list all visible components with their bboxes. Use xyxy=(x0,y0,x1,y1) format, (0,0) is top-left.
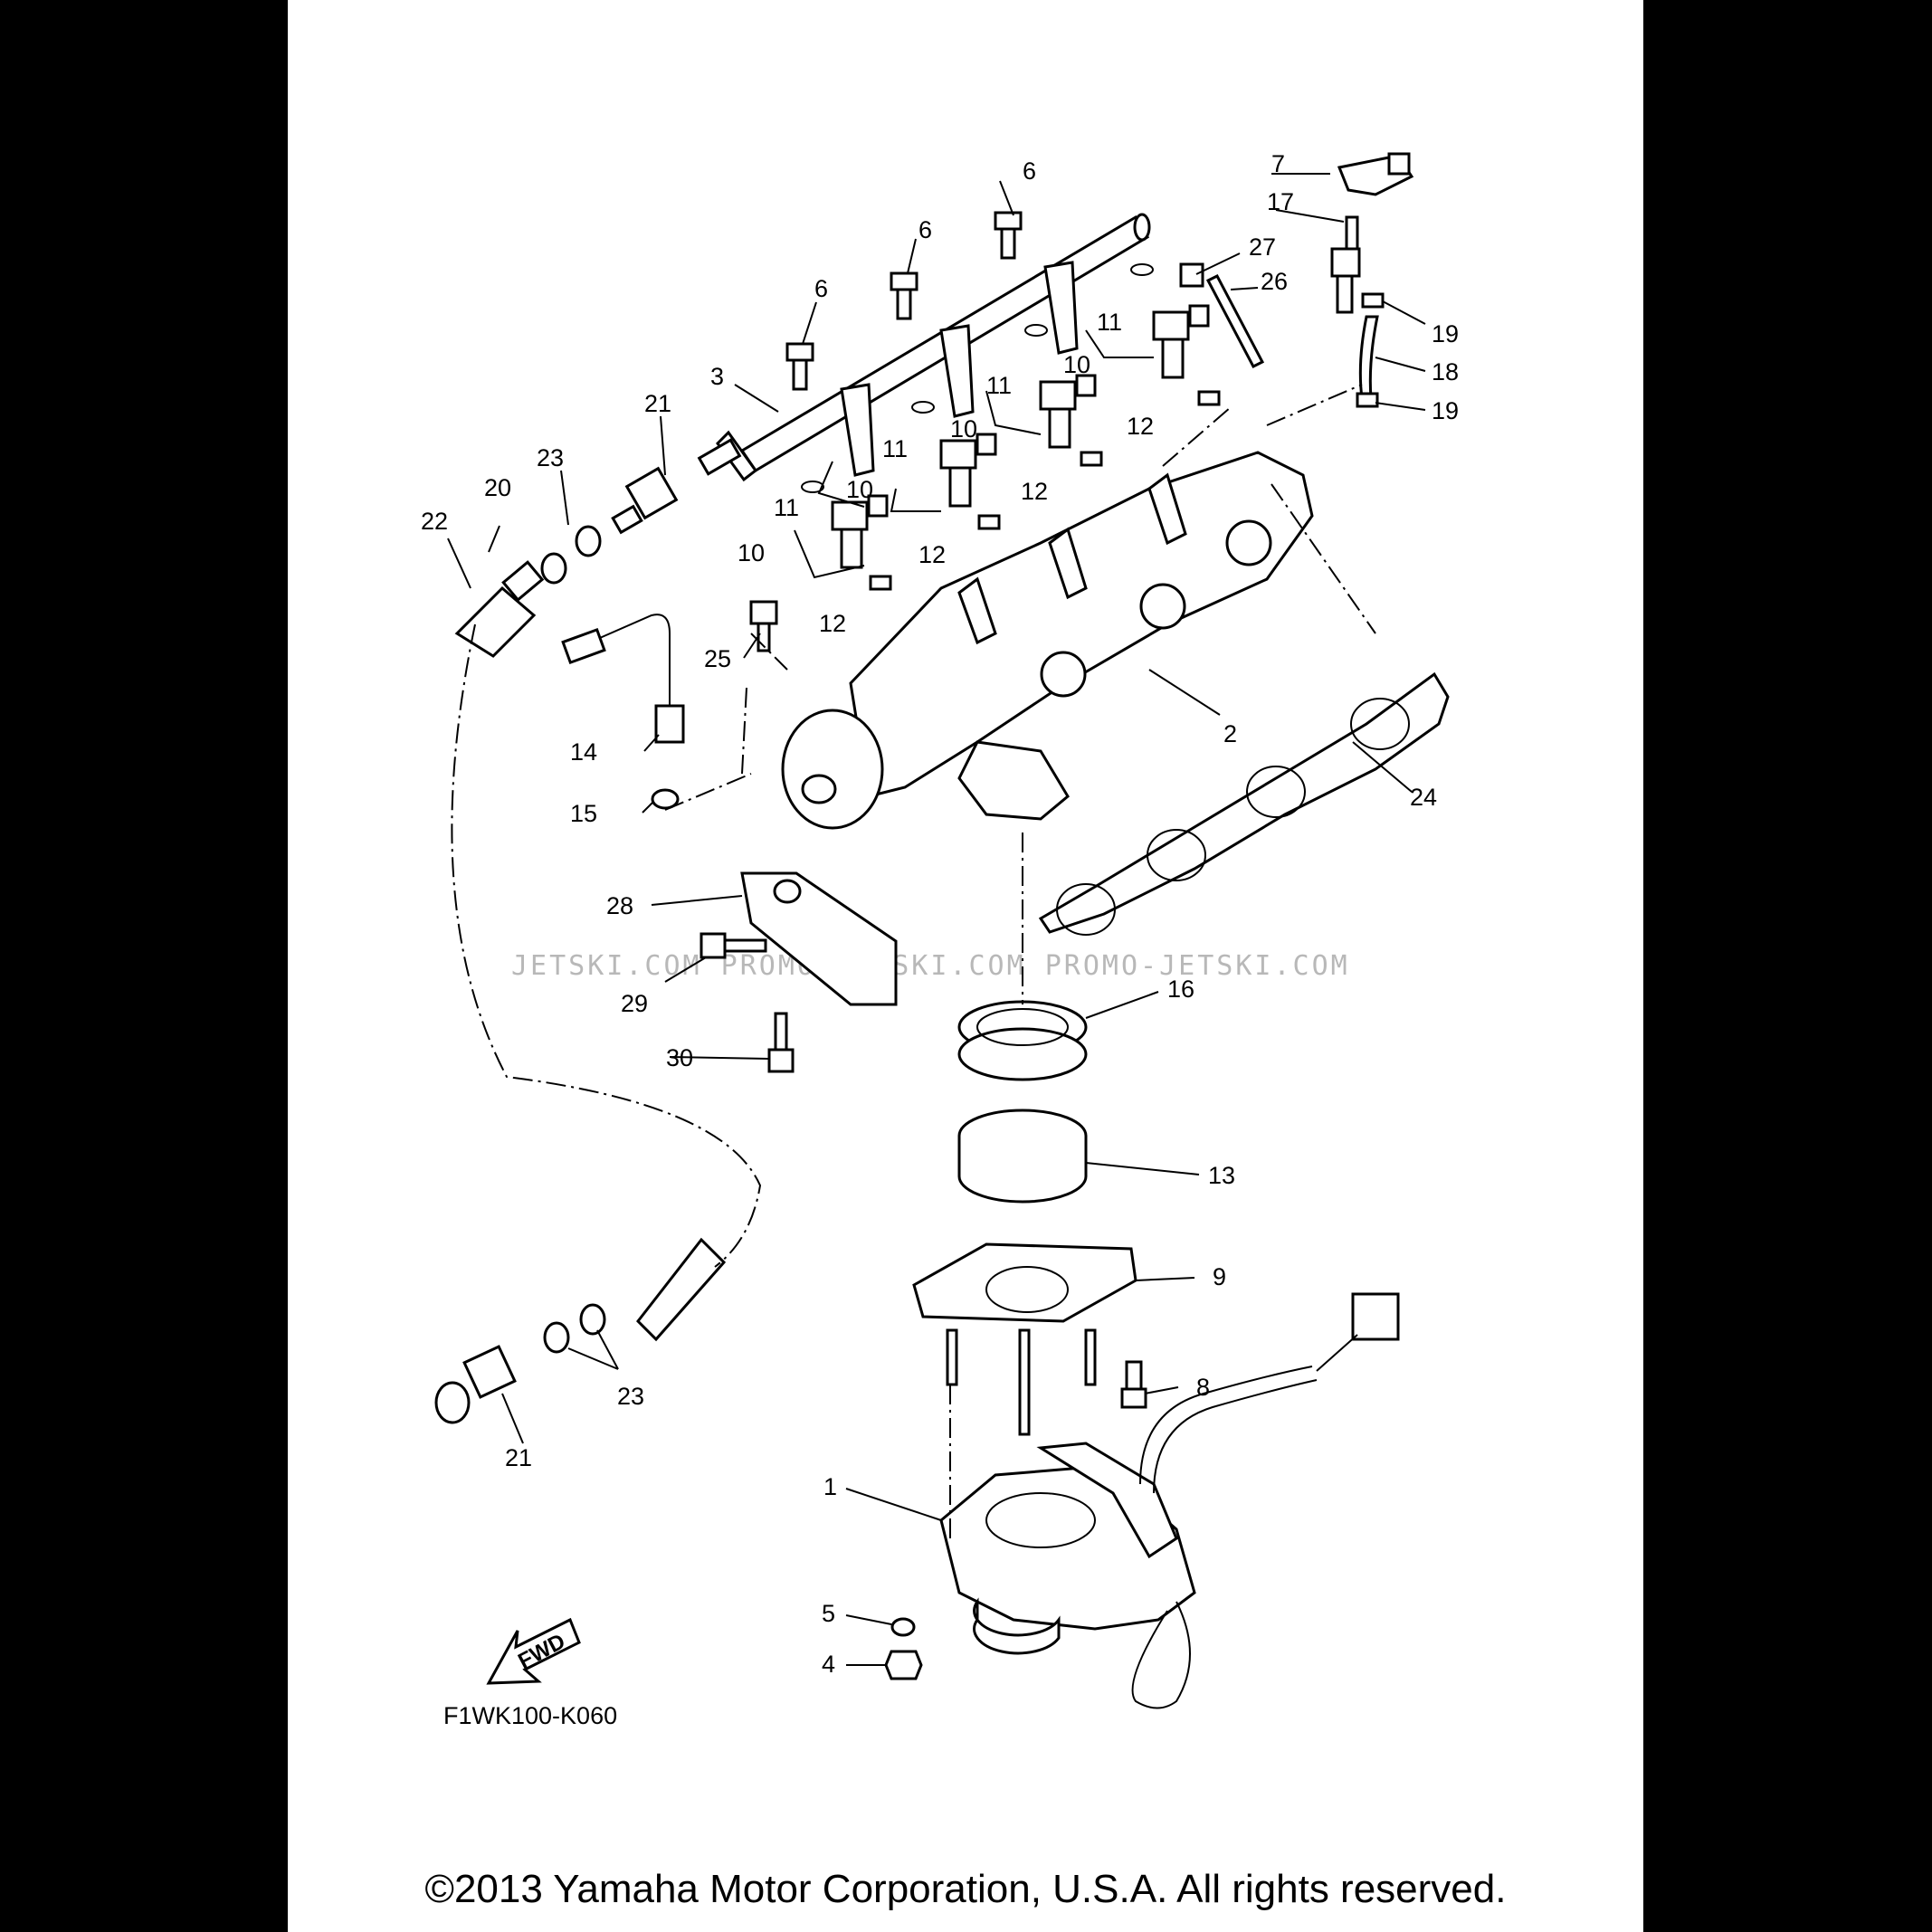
callout-12a: 12 xyxy=(819,610,846,637)
o-ring-11d xyxy=(1130,263,1154,276)
fwd-arrow: FWD xyxy=(486,1617,581,1685)
washer-15 xyxy=(651,788,680,810)
callout-10b: 10 xyxy=(846,476,873,503)
watermark: JETSKI.COM PROMO-JETSKI.COM PROMO-JETSKI… xyxy=(511,950,1350,982)
o-ring-11b xyxy=(911,401,935,414)
filter-13 xyxy=(957,1109,1088,1204)
callout-26: 26 xyxy=(1261,268,1288,295)
callout-23a: 23 xyxy=(537,444,564,471)
stud-26 xyxy=(1205,274,1265,368)
callout-12b: 12 xyxy=(918,541,946,568)
bolt-30 xyxy=(767,1012,795,1073)
callout-11d: 11 xyxy=(1097,309,1122,336)
bolt-6c xyxy=(994,211,1023,260)
callout-12d: 12 xyxy=(1127,413,1154,440)
callout-23b: 23 xyxy=(617,1383,644,1410)
throttle-body-1 xyxy=(939,1366,1318,1709)
connector-plug xyxy=(1316,1292,1400,1372)
fitting-17 xyxy=(1330,215,1361,314)
callout-11c: 11 xyxy=(986,372,1012,399)
temp-sensor-14 xyxy=(561,614,685,744)
sensor-21b xyxy=(434,1345,517,1424)
callout-3: 3 xyxy=(710,363,724,390)
callout-16: 16 xyxy=(1167,976,1194,1003)
seal-12b xyxy=(977,514,1001,530)
callout-10a: 10 xyxy=(738,539,765,566)
callout-6a: 6 xyxy=(1023,157,1036,185)
washer-5 xyxy=(890,1617,916,1637)
callout-21a: 21 xyxy=(644,390,671,417)
nut-27 xyxy=(1179,262,1204,288)
bolt-25 xyxy=(749,600,778,652)
callout-27: 27 xyxy=(1249,233,1276,261)
clamp-23a xyxy=(540,525,602,585)
injector-10a xyxy=(831,494,889,569)
callout-14: 14 xyxy=(570,738,597,766)
injector-10d xyxy=(1152,304,1210,379)
callout-11a: 11 xyxy=(774,494,799,521)
throttle-gasket-9 xyxy=(912,1242,1137,1323)
callout-9: 9 xyxy=(1213,1263,1226,1290)
seal-ring-16 xyxy=(957,1000,1088,1081)
sensor-21a xyxy=(611,466,679,535)
clamp-23b xyxy=(543,1303,606,1354)
studs-under-9 xyxy=(946,1328,1097,1436)
clip-19b xyxy=(1356,392,1379,408)
callout-6c: 6 xyxy=(814,275,828,302)
injector-10c xyxy=(1039,374,1097,449)
callout-10d: 10 xyxy=(1063,351,1090,378)
callout-28: 28 xyxy=(606,892,633,919)
seal-12c xyxy=(1080,451,1103,467)
clip-19a xyxy=(1361,292,1385,309)
callout-22: 22 xyxy=(421,508,448,535)
callout-1: 1 xyxy=(823,1473,837,1500)
callout-29: 29 xyxy=(621,990,648,1017)
bolt-29 xyxy=(700,932,767,959)
callout-11b: 11 xyxy=(882,435,908,462)
spring-lower xyxy=(636,1237,727,1342)
leader-lines xyxy=(447,173,1426,1666)
bolt-8 xyxy=(1120,1360,1147,1409)
bracket-28 xyxy=(740,871,898,1006)
callout-4: 4 xyxy=(822,1651,835,1678)
callout-labels: 1 2 3 4 5 6 6 6 7 8 9 10 10 10 10 11 11 … xyxy=(421,150,1459,1678)
bolt-6a xyxy=(785,342,814,391)
callout-18: 18 xyxy=(1432,358,1459,385)
routing-lines xyxy=(451,384,1376,1538)
callout-10c: 10 xyxy=(950,415,977,443)
manifold-gasket-24 xyxy=(1038,671,1450,936)
callout-17: 17 xyxy=(1267,188,1294,215)
callout-6b: 6 xyxy=(918,216,932,243)
callout-2: 2 xyxy=(1223,720,1237,747)
o-ring-11a xyxy=(801,481,824,493)
callout-13: 13 xyxy=(1208,1162,1235,1189)
callout-7: 7 xyxy=(1271,150,1285,177)
callout-8: 8 xyxy=(1196,1374,1210,1401)
callout-19a: 19 xyxy=(1432,320,1459,347)
callout-24: 24 xyxy=(1410,784,1437,811)
bolt-6b xyxy=(890,271,918,320)
fuel-rail xyxy=(697,213,1151,482)
sleeve-20 xyxy=(501,560,545,602)
seal-12d xyxy=(1197,390,1221,406)
callout-25: 25 xyxy=(704,645,731,672)
o-ring-11c xyxy=(1024,324,1048,337)
pressure-sensor-7 xyxy=(1337,152,1414,196)
spring-22 xyxy=(454,585,537,658)
copyright-notice: ©2013 Yamaha Motor Corporation, U.S.A. A… xyxy=(424,1867,1507,1911)
drawing-code: F1WK100-K060 xyxy=(443,1702,617,1729)
callout-12c: 12 xyxy=(1021,478,1048,505)
callout-15: 15 xyxy=(570,800,597,827)
seal-12a xyxy=(869,575,892,591)
intake-manifold xyxy=(781,451,1314,830)
callout-19b: 19 xyxy=(1432,397,1459,424)
injector-10b xyxy=(939,433,997,508)
callout-5: 5 xyxy=(822,1600,835,1627)
callout-21b: 21 xyxy=(505,1444,532,1471)
nut-4 xyxy=(884,1650,923,1680)
hose-18 xyxy=(1358,315,1379,400)
callout-30: 30 xyxy=(666,1044,693,1071)
callout-20: 20 xyxy=(484,474,511,501)
